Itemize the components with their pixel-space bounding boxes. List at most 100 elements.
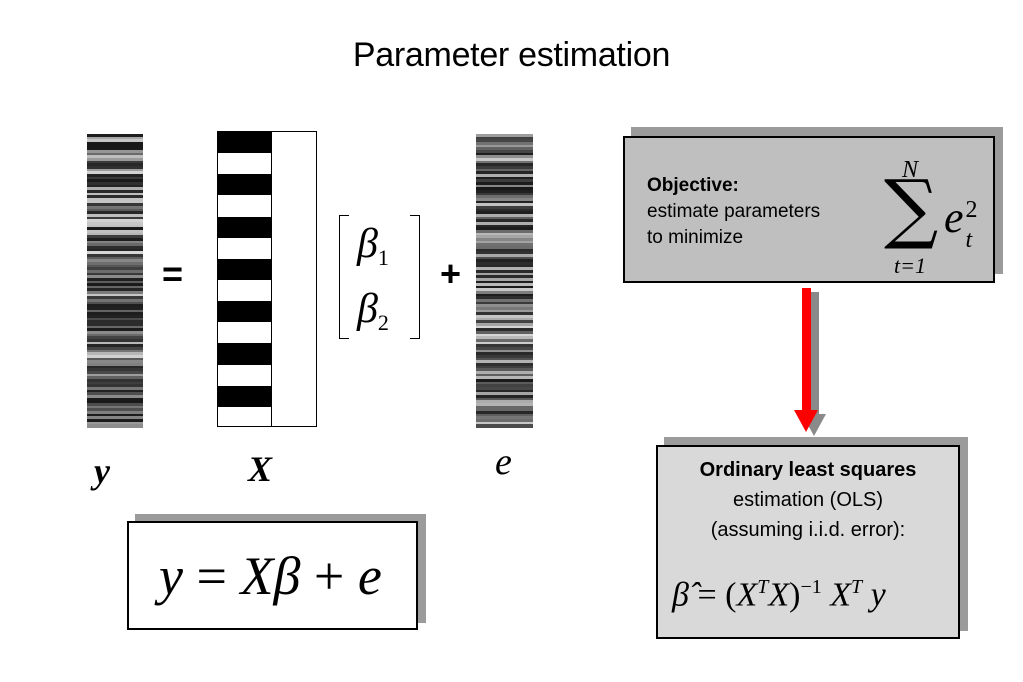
vector-stripe <box>87 395 143 399</box>
vector-stripe <box>476 157 533 162</box>
vector-stripe <box>87 419 143 423</box>
vector-stripe <box>87 213 143 218</box>
ols-equals: = <box>697 576 717 614</box>
objective-box <box>623 136 995 283</box>
vector-stripe <box>476 219 533 223</box>
ols-y: y <box>870 576 886 614</box>
vector-stripe <box>87 349 143 353</box>
vector-stripe <box>476 253 533 258</box>
vector-stripe <box>476 331 533 335</box>
vector-stripe <box>476 288 533 292</box>
vector-stripe <box>87 181 143 186</box>
vector-stripe <box>87 291 143 295</box>
vector-stripe <box>87 368 143 372</box>
objective-heading: Objective: <box>647 175 739 196</box>
vector-stripe <box>87 397 143 401</box>
vector-stripe <box>476 368 533 372</box>
vector-stripe <box>476 134 533 138</box>
vector-stripe <box>476 211 533 215</box>
vector-stripe <box>476 408 533 412</box>
vector-stripe <box>87 240 143 244</box>
vector-stripe <box>87 400 143 404</box>
vector-stripe <box>476 360 533 364</box>
vector-stripe <box>476 283 533 287</box>
model-equation-beta: β <box>273 546 301 606</box>
vector-stripe <box>87 176 143 180</box>
down-arrow-icon <box>794 410 818 432</box>
vector-stripe <box>476 165 533 170</box>
regressor-block <box>218 385 271 407</box>
regressor-block <box>218 343 271 365</box>
vector-stripe <box>476 296 533 300</box>
vector-stripe <box>87 245 143 250</box>
sum-term-subscript: t <box>965 227 973 253</box>
vector-stripe <box>87 325 143 330</box>
vector-stripe <box>476 216 533 220</box>
objective-text: Objective: estimate parameters to minimi… <box>647 173 820 251</box>
ols-box <box>656 445 960 639</box>
vector-stripe <box>87 331 143 335</box>
vector-stripe <box>87 309 143 314</box>
vector-stripe <box>476 251 533 255</box>
ols-close-paren: ) <box>789 576 801 614</box>
vector-stripe <box>476 312 533 316</box>
ols-line-1: estimation (OLS) <box>732 489 884 511</box>
vector-stripe <box>476 264 533 268</box>
vector-stripe <box>87 219 143 223</box>
vector-stripe <box>87 285 143 290</box>
vector-stripe <box>476 400 533 404</box>
vector-stripe <box>476 240 533 244</box>
vector-stripe <box>87 256 143 260</box>
vector-stripe <box>87 264 143 268</box>
vector-stripe <box>87 141 143 146</box>
vector-stripe <box>476 224 533 228</box>
vector-stripe <box>476 259 533 263</box>
model-equation-e: e <box>357 546 382 606</box>
vector-stripe <box>87 315 143 319</box>
vector-stripe <box>476 299 533 303</box>
vector-stripe <box>87 413 143 417</box>
vector-stripe <box>476 293 533 298</box>
vector-stripe <box>87 373 143 377</box>
vector-stripe <box>87 392 143 396</box>
vector-stripe <box>476 152 533 156</box>
vector-stripe <box>476 424 533 428</box>
plus-sign: + <box>440 253 462 294</box>
vector-stripe <box>476 381 533 385</box>
vector-stripe <box>476 176 533 180</box>
vector-stripe <box>87 195 143 199</box>
vector-stripe <box>476 325 533 330</box>
ols-heading: Ordinary least squares <box>699 459 917 481</box>
vector-stripe <box>87 389 143 393</box>
vector-stripe <box>87 184 143 188</box>
vector-stripe <box>476 213 533 218</box>
vector-stripe <box>476 413 533 417</box>
ols-open-paren: ( <box>725 576 737 614</box>
vector-stripe <box>87 203 143 207</box>
vector-stripe <box>87 424 143 428</box>
vector-stripe <box>87 317 143 322</box>
vector-stripe <box>476 256 533 260</box>
regressor-block <box>218 258 271 280</box>
e-label: e <box>495 441 512 483</box>
model-equation-box: y = Xβ + e <box>127 521 418 630</box>
vector-stripe <box>87 173 143 178</box>
vector-stripe <box>87 171 143 175</box>
vector-stripe <box>87 259 143 263</box>
vector-stripe <box>476 389 533 393</box>
vector-stripe <box>476 339 533 343</box>
vector-stripe <box>87 365 143 369</box>
vector-stripe <box>476 349 533 353</box>
vector-stripe <box>476 387 533 391</box>
vector-stripe <box>476 421 533 425</box>
vector-stripe <box>87 163 143 167</box>
design-matrix-regressor-1 <box>217 131 272 427</box>
vector-stripe <box>87 411 143 415</box>
vector-stripe <box>87 253 143 258</box>
vector-stripe <box>87 165 143 170</box>
vector-stripe <box>87 205 143 210</box>
vector-stripe <box>476 309 533 314</box>
vector-stripe <box>87 189 143 194</box>
vector-stripe <box>476 144 533 148</box>
